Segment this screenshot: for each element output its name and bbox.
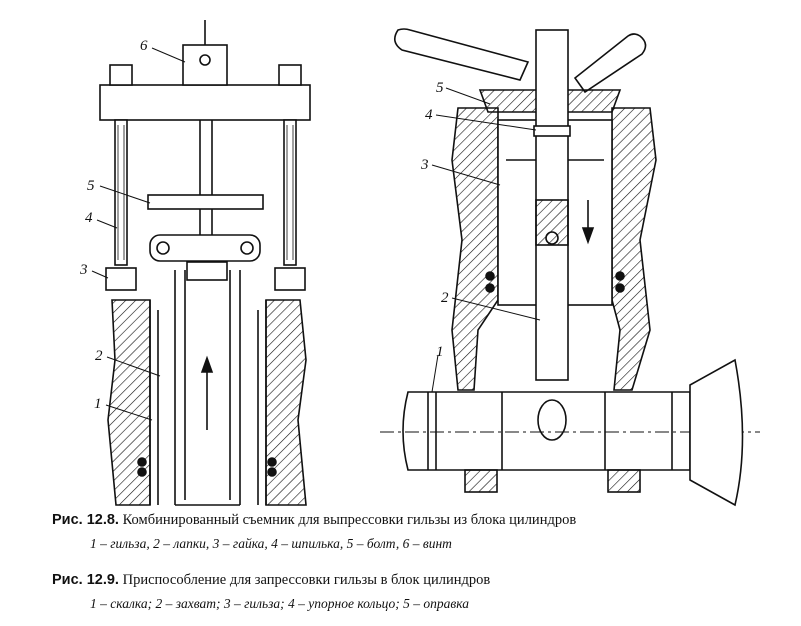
fig2-label-2: 2 bbox=[441, 290, 449, 306]
fig1-label-4: 4 bbox=[85, 210, 93, 226]
fig2-label-4: 4 bbox=[425, 107, 433, 123]
fig2-label-1: 1 bbox=[436, 344, 444, 360]
fig1-caption: Рис. 12.8. Комбинированный съемник для в… bbox=[52, 512, 576, 529]
fig1-legend: 1 – гильза, 2 – лапки, 3 – гайка, 4 – шп… bbox=[90, 536, 452, 551]
fig1-leaders bbox=[91, 47, 186, 421]
fig1-label-6: 6 bbox=[140, 38, 148, 54]
fig2-label-5: 5 bbox=[436, 80, 444, 96]
technical-drawing: 6 5 4 3 2 1 bbox=[79, 20, 760, 507]
fig1-label-2: 2 bbox=[95, 348, 103, 364]
fig1-label-1: 1 bbox=[94, 396, 102, 412]
fig2-block-left-wall bbox=[451, 107, 499, 391]
fig2-installer-drawing bbox=[380, 28, 760, 507]
fig2-leaders bbox=[431, 87, 541, 393]
fig2-caption-number: Рис. 12.9. bbox=[52, 572, 119, 588]
fig1-puller-drawing bbox=[99, 20, 311, 506]
fig2-legend: 1 – скалка; 2 – захват; 3 – гильза; 4 – … bbox=[90, 596, 469, 611]
fig2-label-3: 3 bbox=[420, 157, 429, 173]
fig1-label-5: 5 bbox=[87, 178, 95, 194]
fig2-caption-text: Приспособление для запрессовки гильзы в … bbox=[122, 572, 491, 588]
fig1-label-3: 3 bbox=[79, 262, 88, 278]
fig2-block-right-wall bbox=[611, 107, 657, 391]
fig1-caption-text: Комбинированный съемник для выпрессовки … bbox=[122, 512, 577, 528]
fig2-caption: Рис. 12.9. Приспособление для запрессовк… bbox=[52, 572, 490, 589]
fig1-caption-number: Рис. 12.8. bbox=[52, 512, 119, 528]
